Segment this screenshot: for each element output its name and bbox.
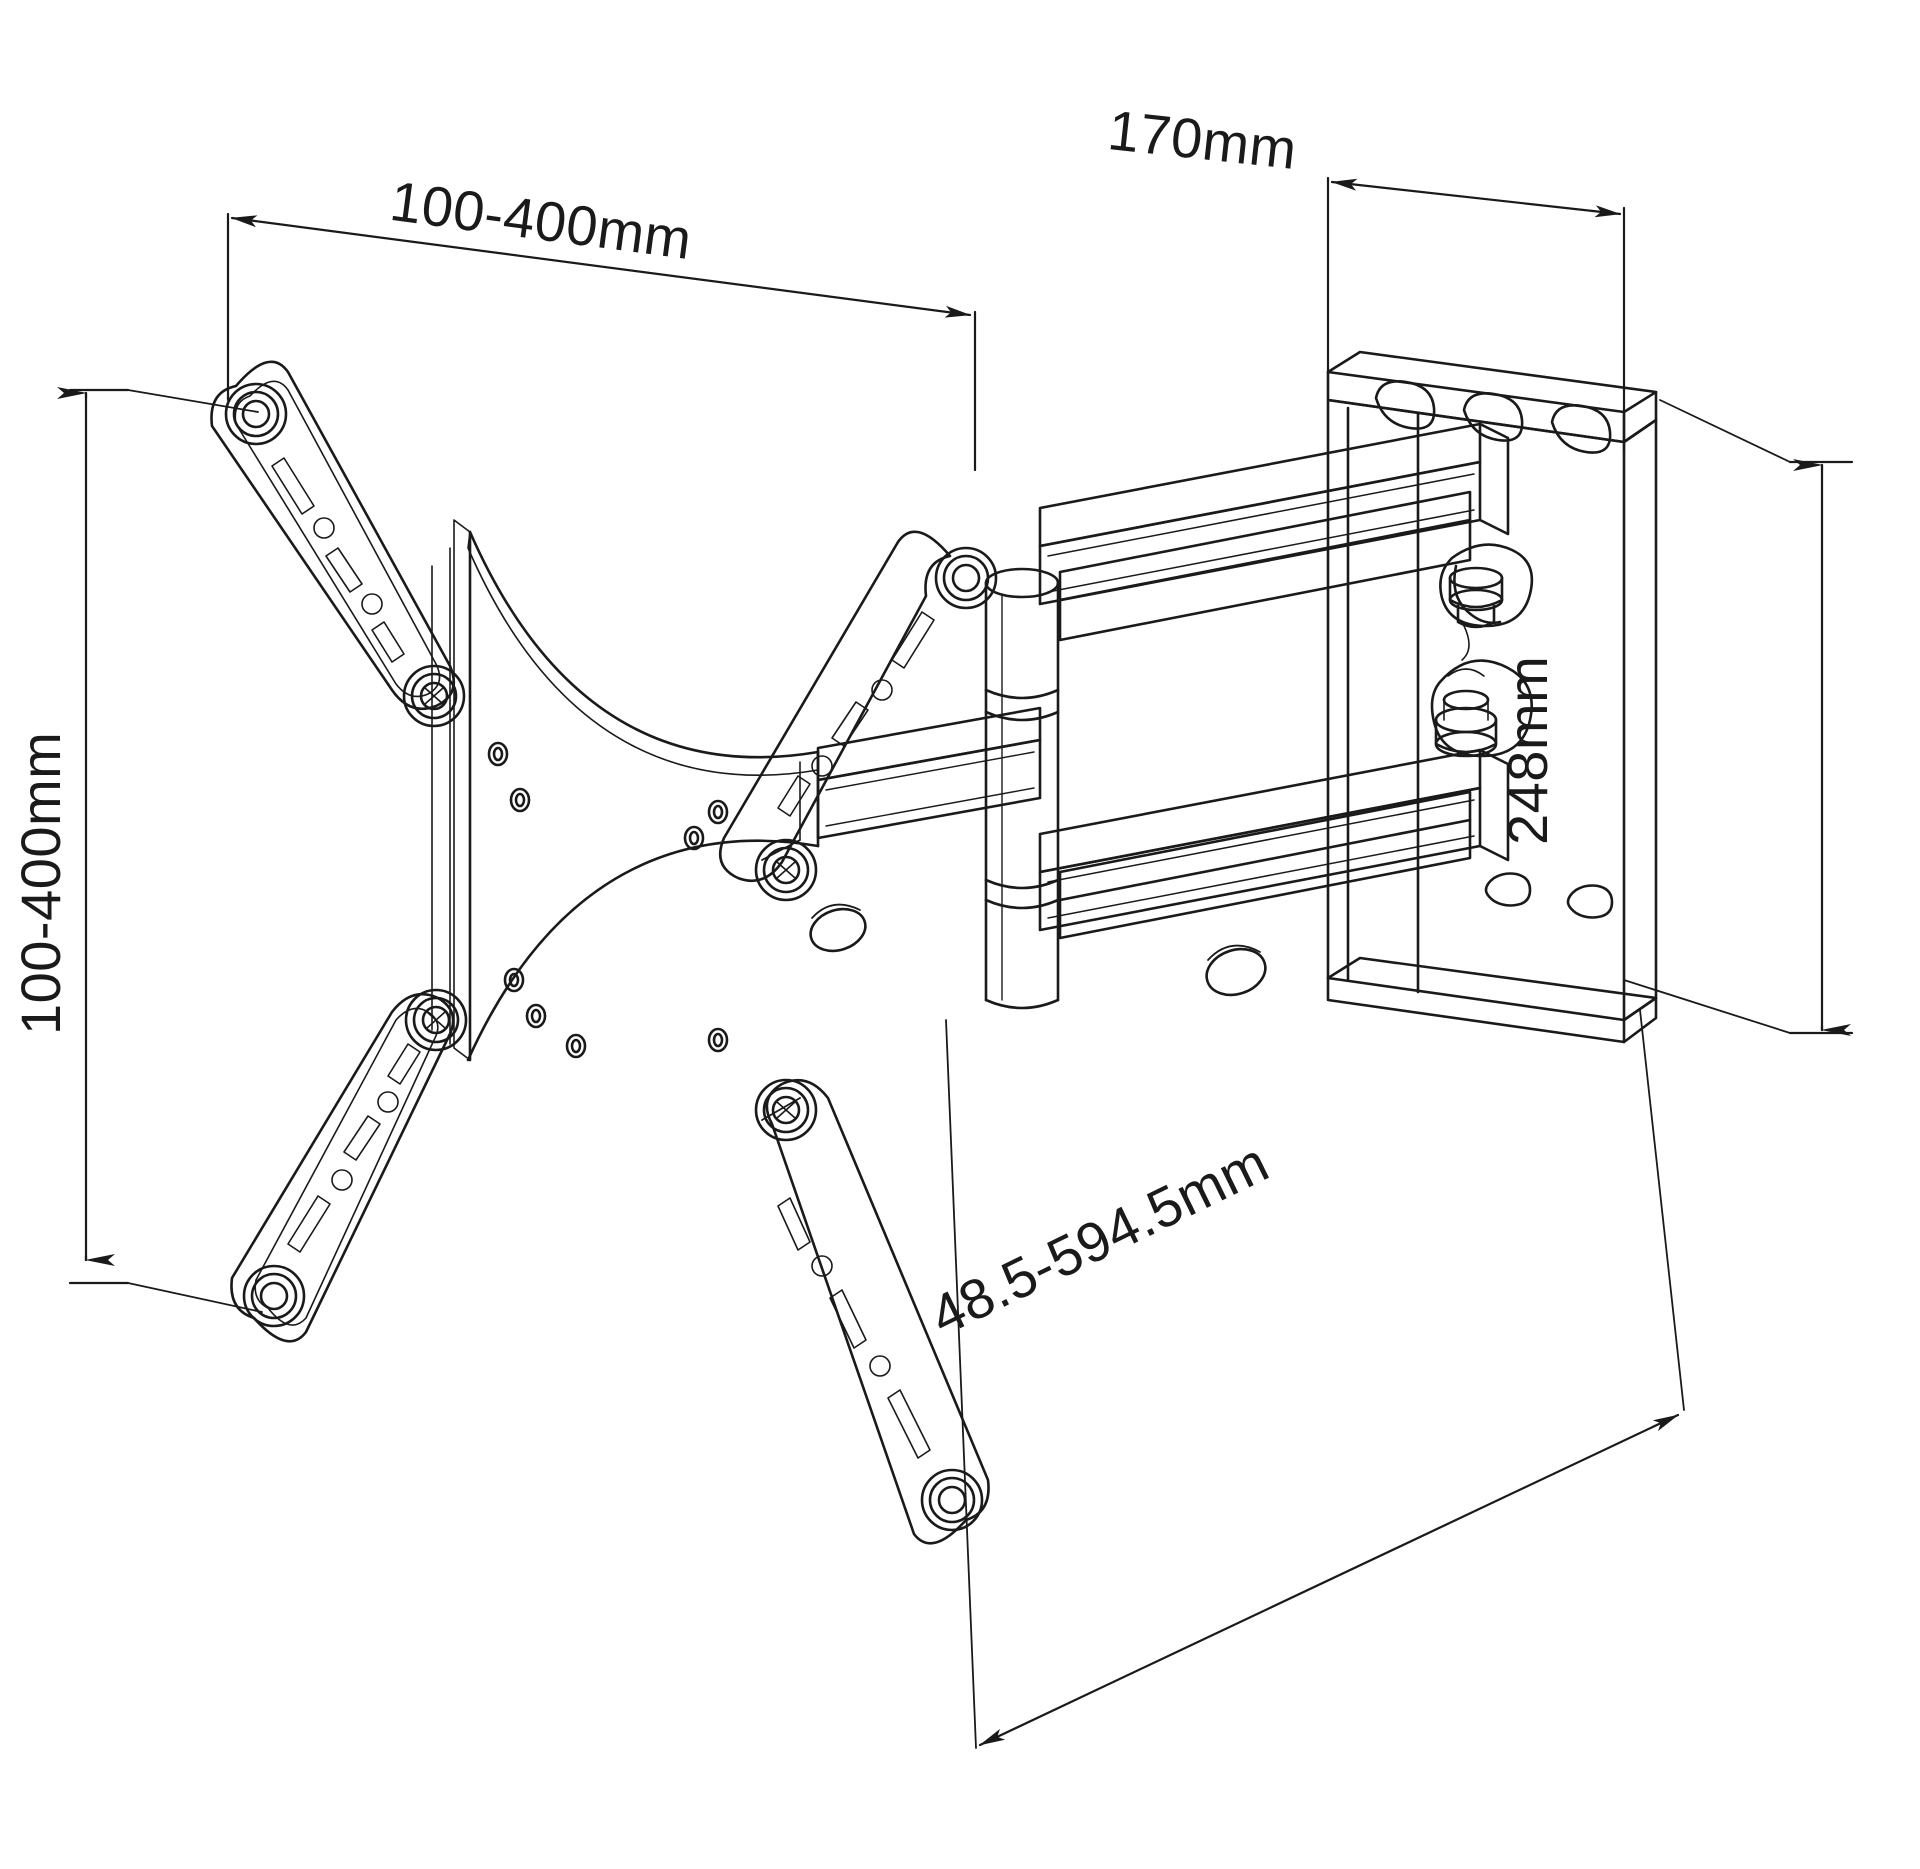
- arm-joint-upper: [809, 903, 867, 953]
- extension-arm-lower: [1038, 748, 1510, 932]
- vesa-arm-bottom-right: [754, 1078, 990, 1545]
- pivot-column: [984, 567, 1060, 1010]
- wall-plate: [1326, 350, 1658, 1044]
- mount-hardware-upper: [1439, 543, 1534, 661]
- mount-hardware-lower: [1430, 659, 1533, 758]
- dimension-label-right-height: 248mm: [1496, 655, 1559, 845]
- vesa-arm-top-left: [210, 360, 466, 728]
- vesa-arm-bottom-left: [230, 988, 468, 1343]
- vesa-holes: [487, 741, 729, 1059]
- arm-joint-lower: [1205, 944, 1267, 997]
- dimension-label-left-height: 100-400mm: [9, 731, 72, 1035]
- extension-arm-upper: [1038, 422, 1510, 606]
- linkage-arm-lower: [1058, 790, 1472, 940]
- linkage-arm-upper: [1058, 490, 1472, 642]
- vesa-arm-top-right: [719, 530, 998, 902]
- dimension-lines: [57, 176, 1854, 1749]
- tilt-bracket: [816, 706, 1042, 840]
- vesa-plate: [431, 519, 820, 1062]
